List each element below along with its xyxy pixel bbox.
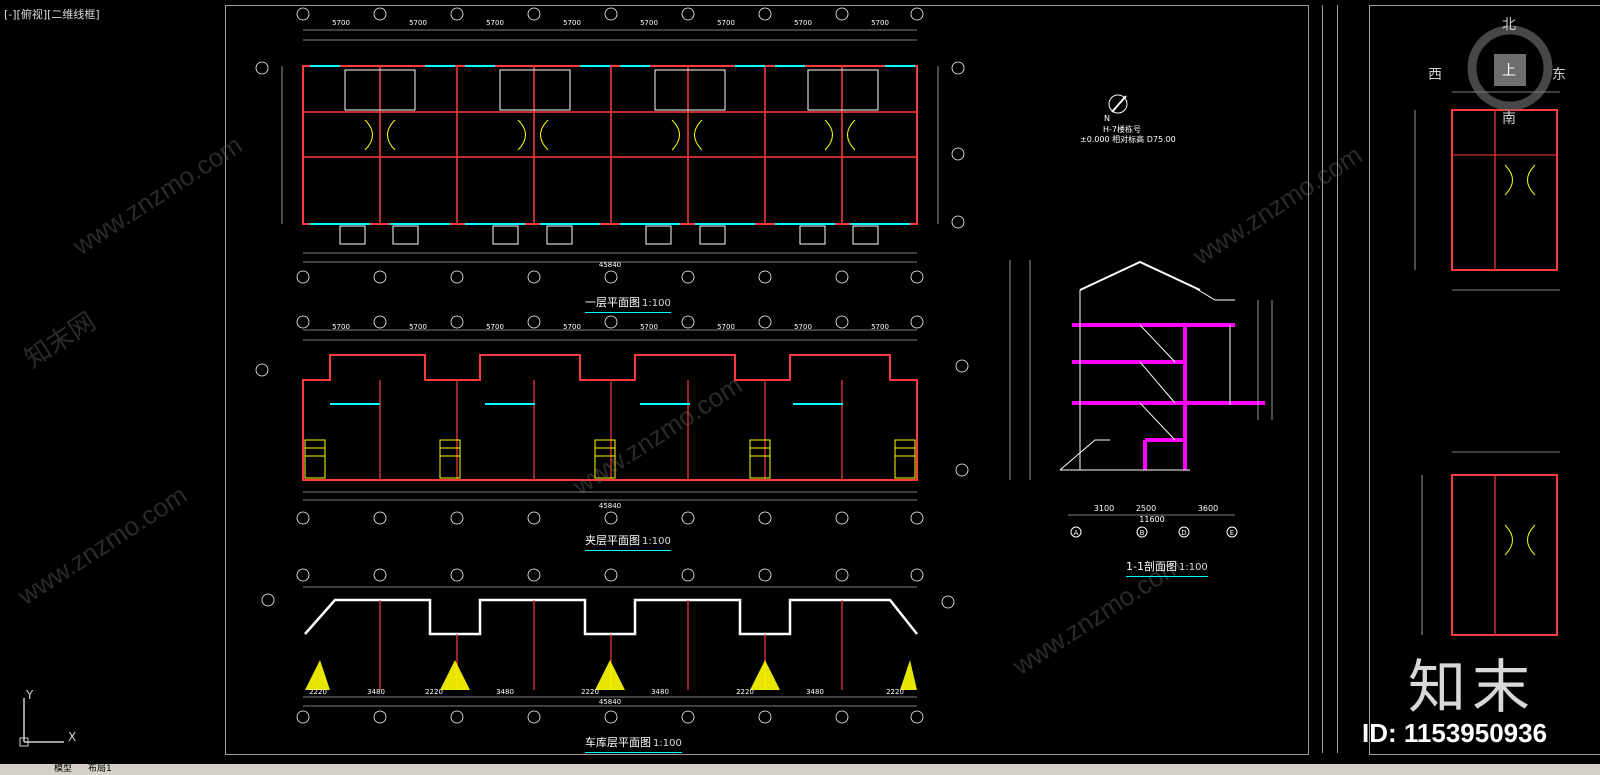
dim-f1-7: 5700 bbox=[794, 19, 812, 27]
compass-west[interactable]: 西 bbox=[1428, 67, 1442, 83]
dim-g-3: 2220 bbox=[425, 688, 443, 696]
dim-f1-8: 5700 bbox=[871, 19, 889, 27]
north-arrow-icon bbox=[1108, 94, 1128, 114]
dim-g-7: 2220 bbox=[736, 688, 754, 696]
viewcube-compass[interactable]: 北 西 东 南 上 bbox=[1428, 8, 1572, 128]
dim-g-total: 45840 bbox=[599, 698, 621, 706]
section-axis-d: D bbox=[1181, 529, 1186, 537]
dim-mz-6: 5700 bbox=[717, 323, 735, 331]
drawing-frame-right bbox=[1369, 5, 1600, 755]
floor1-plan bbox=[281, 29, 939, 263]
section-axis-e: E bbox=[1230, 529, 1234, 537]
dim-mz-total: 45840 bbox=[599, 502, 621, 510]
dim-g-4: 3480 bbox=[496, 688, 514, 696]
ucs-axes-icon bbox=[19, 698, 64, 747]
dim-g-8: 3480 bbox=[806, 688, 824, 696]
drawing-frame-mid-divider bbox=[1322, 5, 1338, 753]
axis-bubbles bbox=[255, 7, 969, 724]
section-1-1: 3100 2500 3600 11600 A B D E bbox=[1009, 260, 1273, 538]
drawing-frame-left bbox=[225, 5, 1309, 755]
section-span-3: 3600 bbox=[1198, 504, 1218, 513]
watermark-logo: 知末 bbox=[1408, 653, 1537, 721]
watermark-id: ID: 1153950936 bbox=[1362, 718, 1548, 748]
dim-f1-5: 5700 bbox=[640, 19, 658, 27]
dim-g-6: 3480 bbox=[651, 688, 669, 696]
dim-mz-3: 5700 bbox=[486, 323, 504, 331]
tab-layout1[interactable]: 布局1 bbox=[88, 764, 112, 774]
section-total-dim: 11600 bbox=[1139, 515, 1164, 524]
compass-south[interactable]: 南 bbox=[1502, 111, 1516, 127]
dim-f1-4: 5700 bbox=[563, 19, 581, 27]
compass-north[interactable]: 北 bbox=[1502, 17, 1516, 33]
dim-f1-2: 5700 bbox=[409, 19, 427, 27]
dim-mz-7: 5700 bbox=[794, 323, 812, 331]
section-span-2: 2500 bbox=[1136, 504, 1156, 513]
section-axis-b: B bbox=[1140, 529, 1145, 537]
dim-mz-2: 5700 bbox=[409, 323, 427, 331]
dim-g-2: 3480 bbox=[367, 688, 385, 696]
mezzanine-plan bbox=[302, 329, 918, 501]
ucs-icon: Y X bbox=[18, 688, 88, 754]
dim-g-1: 2220 bbox=[309, 688, 327, 696]
dim-mz-4: 5700 bbox=[563, 323, 581, 331]
north-label: N bbox=[1104, 114, 1110, 123]
ucs-y-label: Y bbox=[26, 688, 34, 702]
section-axis-a: A bbox=[1074, 529, 1079, 537]
dim-f1-1: 5700 bbox=[332, 19, 350, 27]
right-partial-plans bbox=[1414, 91, 1560, 636]
elevation-note: ±0.000 相对标高 D75.00 bbox=[1080, 135, 1176, 144]
dim-mz-5: 5700 bbox=[640, 323, 658, 331]
compass-ring-icon bbox=[1467, 25, 1553, 111]
dim-mz-1: 5700 bbox=[332, 323, 350, 331]
tab-model[interactable]: 模型 bbox=[54, 764, 73, 774]
viewcube-top-face[interactable]: 上 bbox=[1502, 63, 1516, 79]
layout-tabs-bar: 模型 布局1 bbox=[0, 764, 1600, 775]
compass-east[interactable]: 东 bbox=[1552, 67, 1566, 83]
dim-f1-6: 5700 bbox=[717, 19, 735, 27]
garage-plan bbox=[303, 586, 918, 707]
dim-g-5: 2220 bbox=[581, 688, 599, 696]
building-number-note: H-7楼栋号 bbox=[1103, 125, 1141, 134]
dim-f1-3: 5700 bbox=[486, 19, 504, 27]
section-span-1: 3100 bbox=[1094, 504, 1114, 513]
viewport-label[interactable]: [-][俯视][二维线框] bbox=[4, 8, 100, 21]
dim-mz-8: 5700 bbox=[871, 323, 889, 331]
ucs-x-label: X bbox=[68, 730, 77, 744]
dim-g-9: 2220 bbox=[886, 688, 904, 696]
dim-f1-total: 45840 bbox=[599, 261, 621, 269]
